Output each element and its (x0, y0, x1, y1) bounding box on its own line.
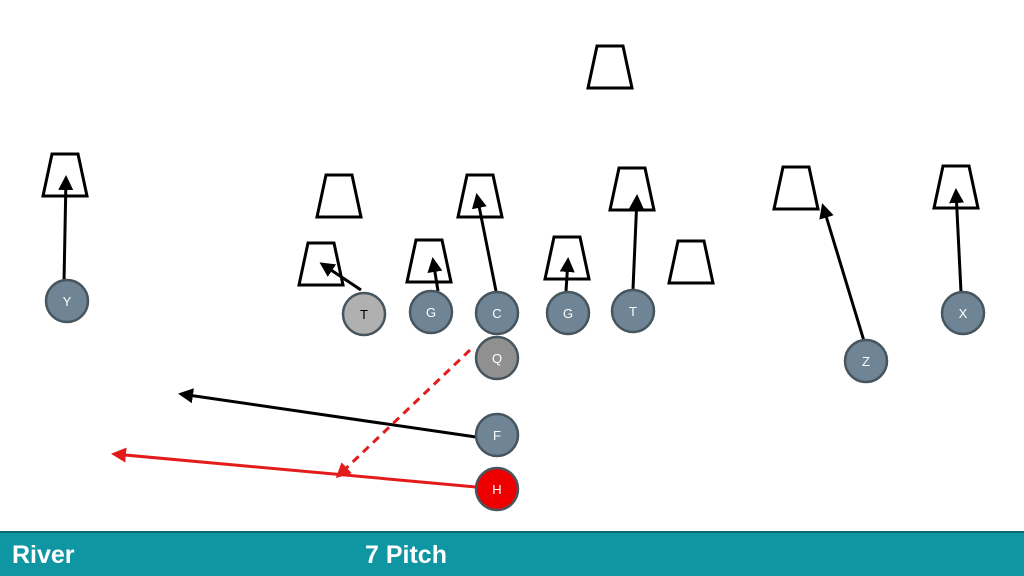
player-y-circle (44, 278, 90, 324)
player-t-right-label: T (629, 304, 637, 319)
player-g-right: G (545, 290, 591, 336)
ball-path (111, 348, 477, 489)
g-right-block (559, 257, 575, 292)
pitch-path (335, 348, 472, 479)
c-block (471, 193, 498, 292)
player-t-left-circle (341, 291, 387, 337)
player-z-circle (843, 338, 889, 384)
t-right-block (628, 194, 644, 290)
z-route (819, 203, 866, 342)
player-q-label: Q (492, 351, 502, 366)
player-z-label: Z (862, 354, 870, 369)
player-g-right-circle (545, 290, 591, 336)
defender-right-corner (932, 164, 980, 210)
defender-left-tackle (405, 238, 453, 284)
defenders (41, 44, 980, 287)
x-route (949, 188, 965, 293)
player-f: F (474, 412, 520, 458)
defender-right-safety (772, 165, 820, 211)
y-route (58, 175, 74, 283)
assignments (58, 175, 965, 439)
player-f-label: F (493, 428, 501, 443)
player-y: Y (44, 278, 90, 324)
play-name: 7 Pitch (365, 541, 447, 569)
player-h: H (474, 466, 520, 512)
defender-left-corner (41, 152, 89, 198)
defender-left-end (297, 241, 345, 287)
player-g-right-label: G (563, 306, 573, 321)
player-t-right-circle (610, 288, 656, 334)
player-c-label: C (492, 306, 501, 321)
player-g-left: G (408, 289, 454, 335)
player-c-circle (474, 290, 520, 336)
player-h-label: H (492, 482, 501, 497)
player-z: Z (843, 338, 889, 384)
player-x-circle (940, 290, 986, 336)
player-t-right: T (610, 288, 656, 334)
defender-deep-safety (586, 44, 634, 90)
player-q-circle (474, 335, 520, 381)
player-g-left-circle (408, 289, 454, 335)
defender-right-end (667, 239, 715, 285)
player-t-left-label: T (360, 307, 368, 322)
t-left-block (319, 262, 362, 292)
player-x-label: X (959, 306, 968, 321)
offense: Y T G C G T X Q (44, 278, 986, 512)
player-g-left-label: G (426, 305, 436, 320)
h-route (111, 447, 477, 489)
formation-name: River (12, 541, 75, 569)
g-left-block (427, 257, 443, 292)
player-h-circle (474, 466, 520, 512)
player-c: C (474, 290, 520, 336)
player-y-label: Y (63, 294, 72, 309)
play-title-bar: River 7 Pitch (0, 531, 1024, 576)
defender-left-linebacker (315, 173, 363, 219)
player-t-left: T (341, 291, 387, 337)
player-f-circle (474, 412, 520, 458)
f-route (178, 388, 477, 439)
defender-right-linebacker (608, 166, 656, 212)
player-x: X (940, 290, 986, 336)
player-q: Q (474, 335, 520, 381)
